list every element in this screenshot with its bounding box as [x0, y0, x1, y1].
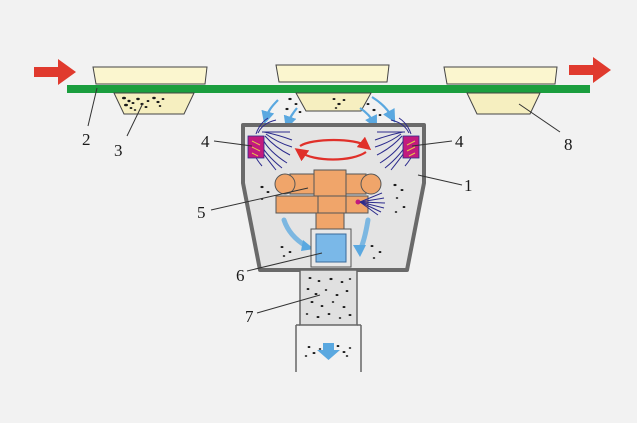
brush-left [247, 117, 293, 171]
label-1: 1 [464, 176, 473, 195]
part-top-left [92, 66, 208, 85]
rotating-mechanism [274, 169, 382, 232]
label-8: 8 [564, 135, 573, 154]
label-5: 5 [197, 203, 206, 222]
label-4-left: 4 [201, 132, 210, 151]
part-top-right [443, 66, 558, 85]
label-4-right: 4 [455, 132, 464, 151]
small-brush [359, 192, 386, 216]
arrow-down-icon [317, 343, 340, 360]
label-6: 6 [236, 266, 245, 285]
part-top-middle [275, 64, 390, 83]
debris-falling-middle [285, 97, 382, 121]
debris-in-housing [260, 183, 406, 259]
conveyor-belt [67, 85, 590, 93]
part-bottom-middle [285, 92, 382, 121]
label-7: 7 [245, 307, 254, 326]
outlet-arrow-icon [569, 57, 611, 83]
rotation-arrow-icon [294, 136, 372, 162]
airflow-arrows-top [261, 96, 396, 130]
part-bottom-right [466, 92, 541, 115]
label-3: 3 [114, 141, 123, 160]
brush-right [374, 117, 420, 171]
part-bottom-left [113, 92, 195, 115]
discharge-pipe [295, 324, 362, 372]
filter [310, 228, 352, 268]
collection-chute [299, 269, 358, 326]
inlet-arrow-icon [34, 59, 76, 85]
leader-lines [87, 87, 561, 314]
debris-discharge [304, 345, 352, 357]
label-2: 2 [82, 130, 91, 149]
